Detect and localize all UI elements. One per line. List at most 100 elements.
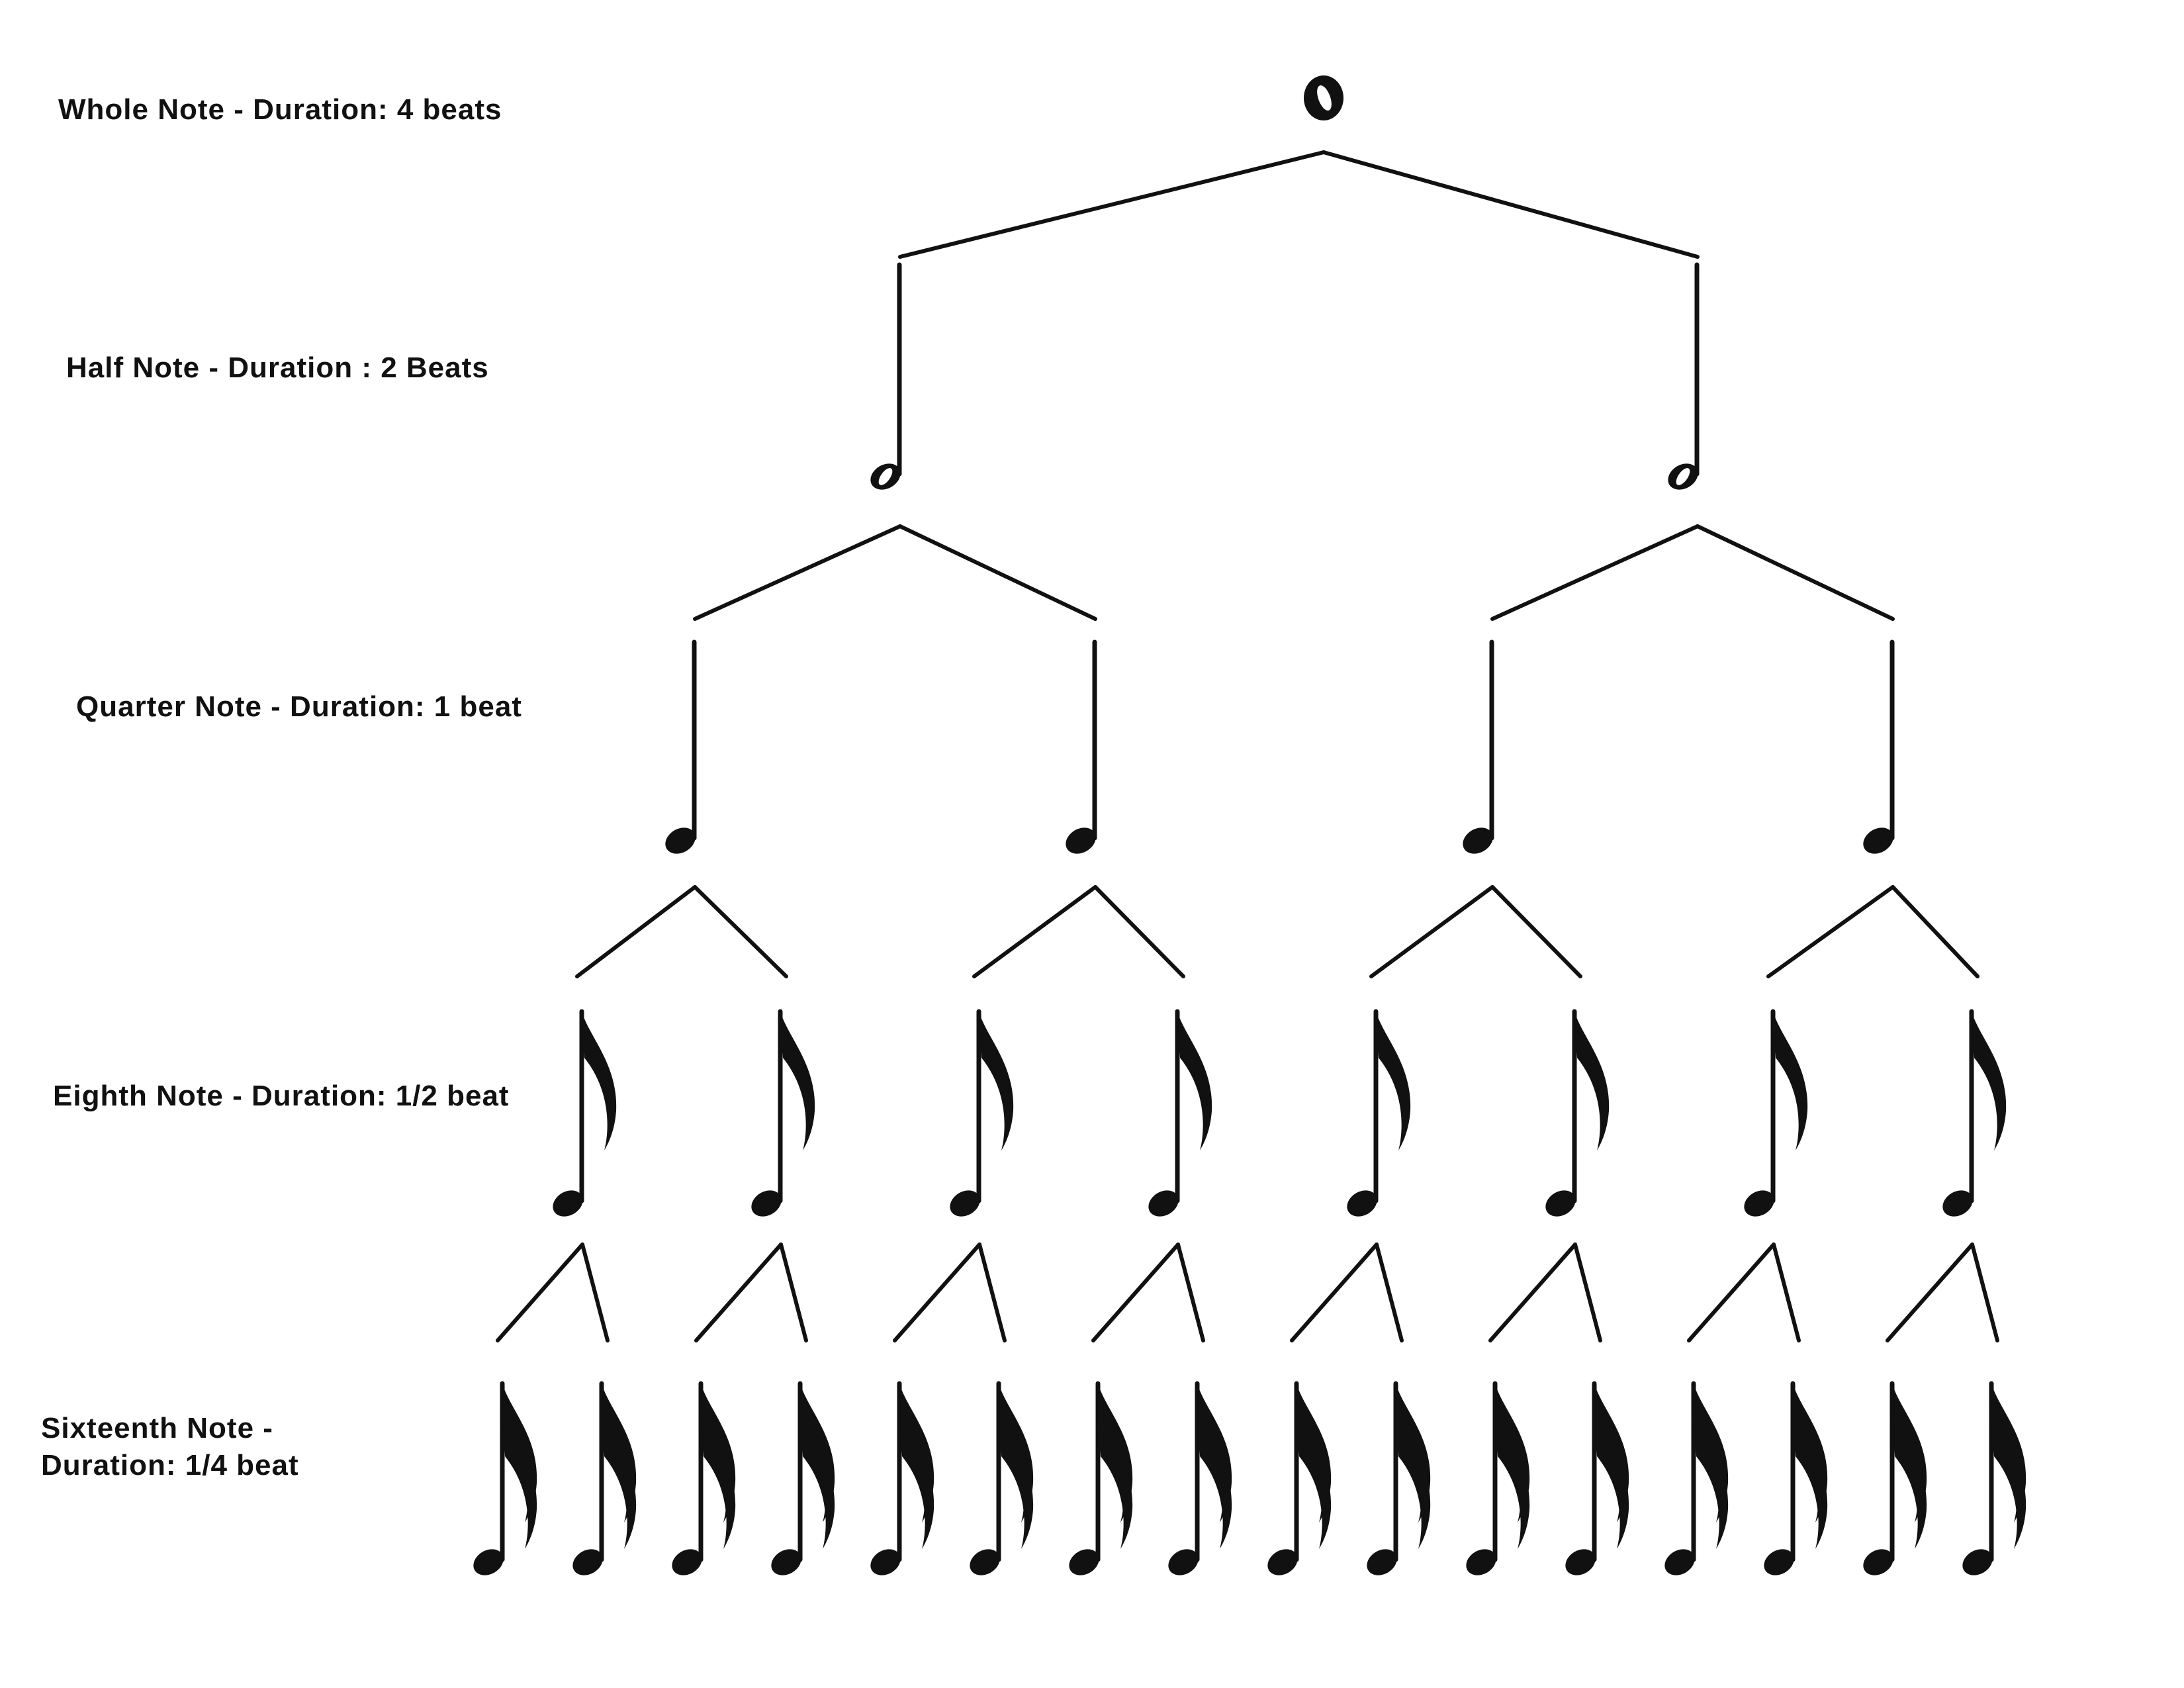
note-flag: [780, 1011, 815, 1150]
whole-note-icon: [1304, 75, 1343, 120]
sixteenth-note-icon: [1466, 1381, 1530, 1575]
quarter-note-label: Quarter Note - Duration: 1 beat: [76, 690, 522, 723]
sixteenth-note-icon: [1565, 1381, 1629, 1575]
note-head: [473, 1549, 504, 1575]
note-head: [1744, 1190, 1774, 1217]
note-head: [1863, 827, 1893, 854]
note-flag: [502, 1410, 537, 1549]
connector-line: [693, 885, 788, 978]
connector-line: [1322, 150, 1700, 259]
sixteenth-note-icon: [1863, 1381, 1927, 1575]
eighth-note-icon: [950, 1009, 1014, 1217]
note-head: [1764, 1549, 1794, 1575]
sixteenth-note-icon: [1168, 1381, 1232, 1575]
connector-line: [496, 1243, 584, 1342]
sixteenth-note-icon: [1962, 1381, 2026, 1575]
connector-line: [893, 1243, 981, 1342]
note-head: [1545, 1190, 1576, 1217]
eighth-note-icon: [1744, 1009, 1808, 1217]
note-head: [950, 1190, 980, 1217]
connector-line: [1093, 885, 1185, 978]
quarter-note-icon: [665, 639, 697, 854]
note-head: [771, 1549, 801, 1575]
note-flag: [1376, 1011, 1411, 1150]
note-flag: [1197, 1410, 1232, 1549]
sixteenth-note-icon: [771, 1381, 835, 1575]
connector-line: [1490, 524, 1700, 621]
whole-note-label: Whole Note - Duration: 4 beats: [58, 93, 502, 126]
note-flag: [1574, 1011, 1610, 1150]
connector-line: [693, 524, 902, 621]
note-flag: [582, 1011, 617, 1150]
connector-line: [1375, 1243, 1404, 1342]
note-head: [1863, 1549, 1893, 1575]
note-flag: [602, 1410, 637, 1549]
connector-line: [1488, 1243, 1577, 1342]
note-head: [1148, 1190, 1179, 1217]
note-head: [1168, 1549, 1199, 1575]
note-flag: [1972, 1011, 2007, 1150]
sixteenth-note-icon: [1367, 1381, 1431, 1575]
quarter-note-icon: [1863, 639, 1895, 854]
note-head: [970, 1549, 1000, 1575]
note-flag: [1773, 1011, 1808, 1150]
note-head-hollow: [878, 468, 893, 485]
connector-line: [575, 885, 697, 978]
note-flag: [999, 1410, 1034, 1549]
note-head-hollow: [1317, 85, 1332, 111]
eighth-note-icon: [1545, 1009, 1610, 1217]
note-head: [553, 1190, 583, 1217]
sixteenth-note-icon: [1267, 1381, 1332, 1575]
connector-line: [1369, 885, 1494, 978]
connector-line: [1290, 1243, 1379, 1342]
note-flag: [899, 1410, 934, 1549]
connector-line: [898, 150, 1326, 259]
note-head: [870, 1549, 901, 1575]
sixteenth-note-icon: [870, 1381, 934, 1575]
connector-line: [1573, 1243, 1602, 1342]
note-head: [665, 827, 696, 854]
note-head-hollow: [1676, 468, 1690, 485]
half-note-icon: [870, 262, 902, 490]
note-head: [1466, 1549, 1496, 1575]
note-head: [1565, 1549, 1596, 1575]
sixteenth-note-label: Sixteenth Note - Duration: 1/4 beat: [41, 1412, 299, 1481]
note-flag: [1892, 1410, 1927, 1549]
connector-line: [1970, 1243, 1999, 1342]
note-flag: [1098, 1410, 1133, 1549]
note-flag: [1793, 1410, 1828, 1549]
note-head: [1069, 1549, 1099, 1575]
sixteenth-note-icon: [473, 1381, 537, 1575]
note-head: [1664, 1549, 1695, 1575]
note-head: [1066, 827, 1096, 854]
eighth-note-icon: [553, 1009, 617, 1217]
note-head: [1267, 1549, 1298, 1575]
sixteenth-note-icon: [970, 1381, 1034, 1575]
note-head: [1942, 1190, 1973, 1217]
connector-line: [1490, 885, 1582, 978]
sixteenth-note-icon: [1069, 1381, 1133, 1575]
note-head: [1347, 1190, 1377, 1217]
note-flag: [979, 1011, 1014, 1150]
quarter-note-icon: [1463, 639, 1494, 854]
connector-line: [972, 885, 1097, 978]
note-flag: [1297, 1410, 1332, 1549]
tree-connectors: [496, 150, 1999, 1342]
eighth-note-label: Eighth Note - Duration: 1/2 beat: [53, 1080, 510, 1112]
half-note-label: Half Note - Duration : 2 Beats: [66, 352, 489, 384]
note-flag: [1396, 1410, 1431, 1549]
sixteenth-note-icon: [672, 1381, 736, 1575]
note-head: [751, 1190, 782, 1217]
note-flag: [1177, 1011, 1212, 1150]
note-flag: [800, 1410, 835, 1549]
connector-line: [694, 1243, 783, 1342]
note-head: [672, 1549, 702, 1575]
note-head: [572, 1549, 603, 1575]
sixteenth-note-icon: [1764, 1381, 1828, 1575]
connector-line: [1091, 1243, 1180, 1342]
half-note-icon: [1668, 262, 1700, 490]
sixteenth-note-icon: [1664, 1381, 1729, 1575]
note-flag: [1694, 1410, 1729, 1549]
quarter-note-icon: [1066, 639, 1097, 854]
